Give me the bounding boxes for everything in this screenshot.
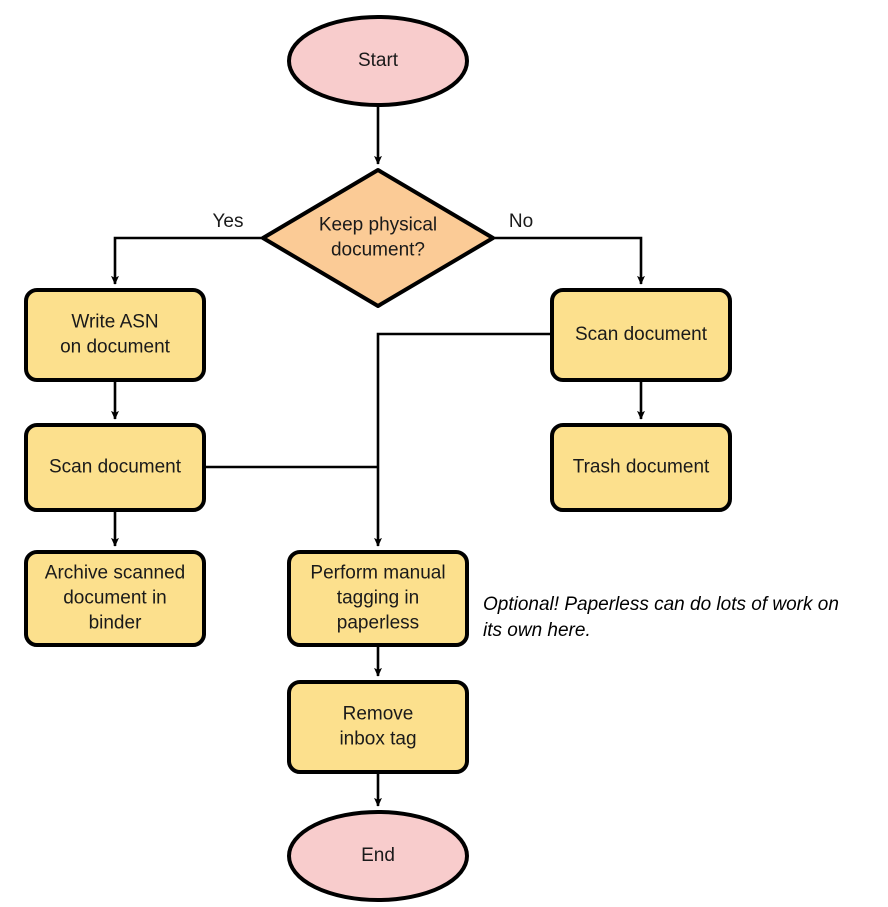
flow-edge: No	[493, 211, 645, 285]
node-label: Start	[358, 50, 399, 71]
notes-layer: Optional! Paperless can do lots of work …	[483, 594, 839, 641]
process-rect[interactable]	[24, 550, 206, 647]
flow-edge: Yes	[111, 211, 263, 285]
terminator-ellipse[interactable]	[287, 15, 469, 107]
node-end[interactable]: End	[287, 810, 469, 902]
node-trash-document[interactable]: Trash document	[550, 423, 732, 512]
node-label: Scan document	[575, 324, 708, 345]
edge-label-yes: Yes	[213, 211, 244, 232]
node-label: Scan document	[49, 457, 182, 478]
note-optional: Optional! Paperless can do lots of work …	[483, 594, 839, 641]
process-rect[interactable]	[287, 550, 469, 647]
process-rect[interactable]	[24, 423, 206, 512]
edge-path	[493, 236, 645, 285]
edge-path	[374, 332, 552, 547]
process-rect[interactable]	[550, 288, 732, 382]
decision-diamond[interactable]	[261, 168, 495, 308]
node-scan-document-left[interactable]: Scan document	[24, 423, 206, 512]
node-start[interactable]: Start	[287, 15, 469, 107]
edge-path	[111, 236, 263, 285]
node-label: Trash document	[573, 457, 710, 478]
flow-edge	[374, 332, 552, 547]
edges-layer: Yes No	[111, 105, 645, 807]
process-rect[interactable]	[24, 288, 206, 382]
node-label: End	[361, 845, 395, 866]
process-rect[interactable]	[550, 423, 732, 512]
process-rect[interactable]	[287, 680, 469, 774]
node-scan-document-right[interactable]: Scan document	[550, 288, 732, 382]
terminator-ellipse[interactable]	[287, 810, 469, 902]
edge-label-no: No	[509, 211, 533, 232]
